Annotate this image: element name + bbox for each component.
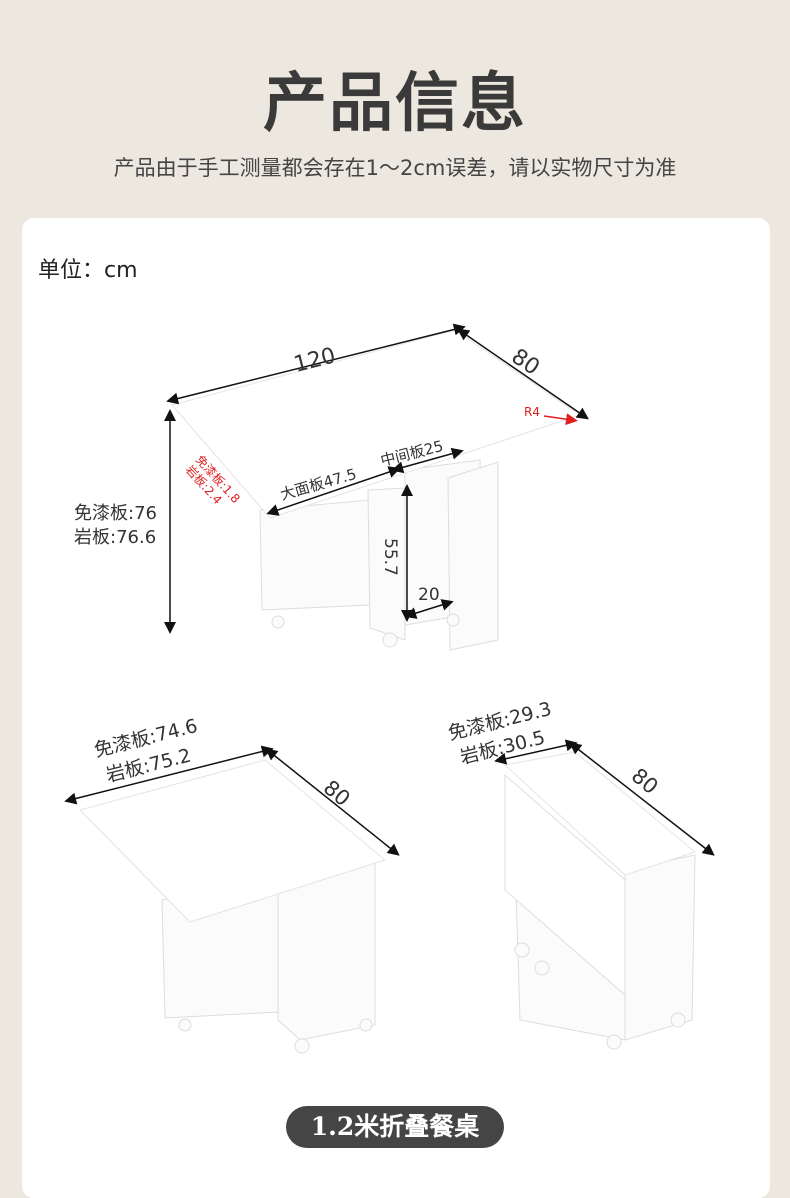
measurement-disclaimer: 产品由于手工测量都会存在1～2cm误差，请以实物尺寸为准 [113, 156, 677, 180]
unit-label: 单位：cm [38, 258, 138, 283]
folded-label-width: 80 [627, 763, 663, 799]
product-name-badge: 1.2米折叠餐桌 [286, 1106, 504, 1148]
label-height-mianqi: 免漆板:76 [74, 503, 157, 524]
folded-table-drawing [503, 751, 697, 1050]
label-cabinet-height: 55.7 [380, 538, 400, 576]
label-cabinet-depth: 20 [418, 585, 440, 605]
page-title: 产品信息 [263, 66, 527, 141]
label-radius: R4 [524, 405, 540, 419]
dimension-diagrams: 120 80 R4 免漆板:1.8 岩板:2.4 大面板47.5 中间板25 5… [64, 323, 715, 1054]
label-height-yanban: 岩板:76.6 [74, 527, 156, 548]
half-label-width: 80 [319, 775, 355, 811]
